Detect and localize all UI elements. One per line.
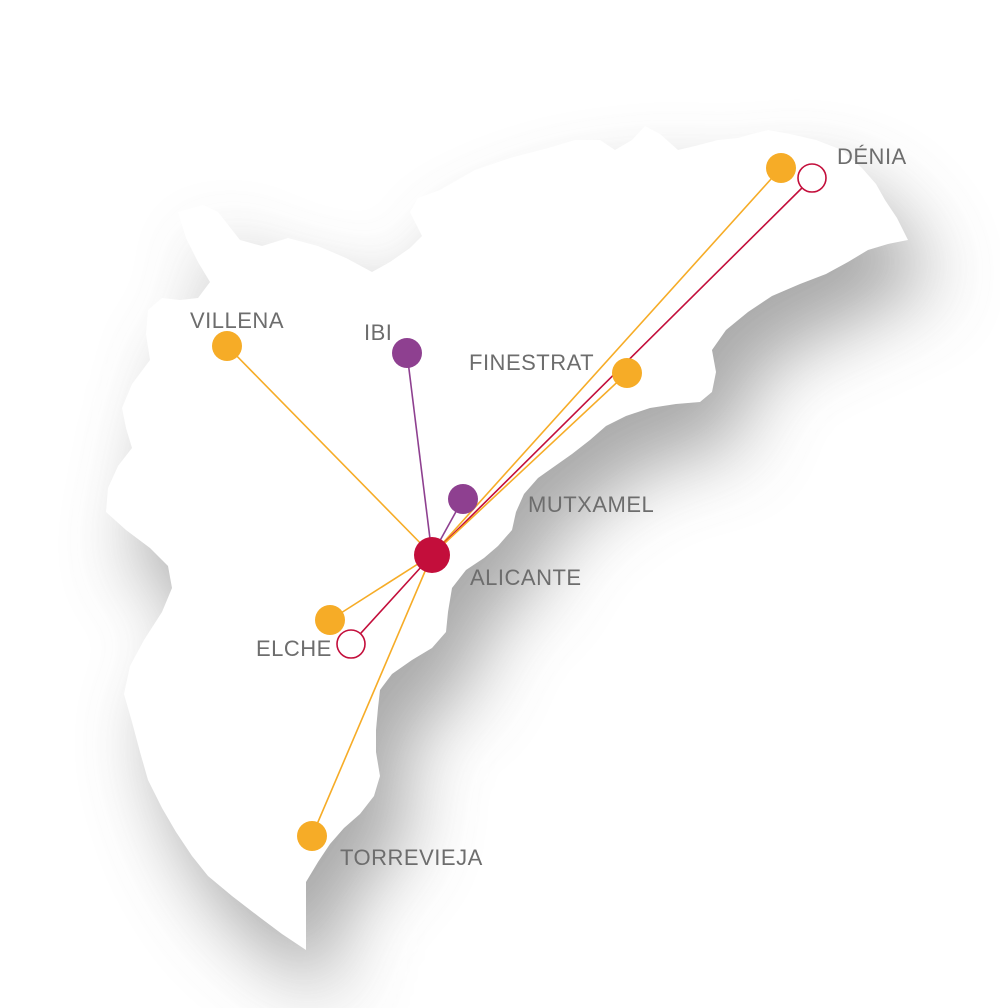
province-land (106, 126, 908, 950)
ibi-marker[interactable] (392, 338, 422, 368)
ibi-label: IBI (364, 320, 392, 345)
mutxamel-label: MUTXAMEL (528, 492, 654, 517)
elche-label: ELCHE (256, 636, 332, 661)
alicante-label: ALICANTE (470, 565, 582, 590)
finestrat-marker[interactable] (612, 358, 642, 388)
villena-label: VILLENA (190, 308, 284, 333)
villena-marker[interactable] (212, 331, 242, 361)
route-alicante-finestrat (431, 372, 628, 556)
route-alicante-elche-crimson (350, 554, 433, 645)
torrevieja-label: TORREVIEJA (340, 845, 483, 870)
city-labels: DÉNIA VILLENA IBI FINESTRAT MUTXAMEL ALI… (190, 144, 907, 870)
denia-hollow-marker[interactable] (797, 163, 827, 193)
route-alicante-elche-orange (329, 554, 433, 621)
route-alicante-denia-orange (431, 167, 782, 556)
route-alicante-torrevieja (311, 554, 433, 837)
elche-marker[interactable] (315, 605, 345, 635)
torrevieja-marker[interactable] (297, 821, 327, 851)
route-lines (226, 167, 813, 837)
denia-marker[interactable] (766, 153, 796, 183)
finestrat-label: FINESTRAT (469, 350, 594, 375)
elche-hollow-marker[interactable] (336, 629, 366, 659)
route-alicante-villena (226, 345, 433, 556)
city-markers (212, 153, 827, 851)
alicante-hub-marker[interactable] (414, 537, 450, 573)
denia-label: DÉNIA (837, 144, 907, 169)
mutxamel-marker[interactable] (448, 484, 478, 514)
route-alicante-ibi (406, 352, 433, 556)
